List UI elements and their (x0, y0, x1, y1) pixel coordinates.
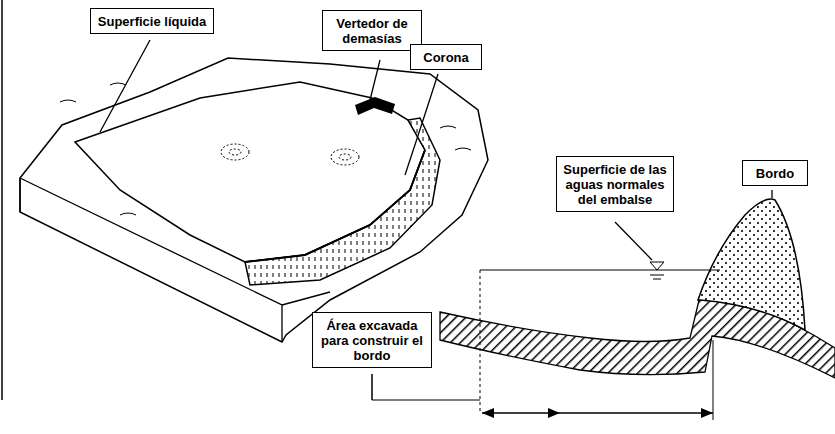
extent-line (713, 340, 714, 420)
leader-line (771, 190, 772, 198)
dimension-line (482, 412, 713, 414)
ripple (221, 144, 249, 160)
dam-crest (245, 150, 425, 262)
label-text: Superficie líquida (98, 14, 206, 29)
extent-line (480, 270, 481, 414)
leader-line (370, 60, 380, 100)
water-level-symbol (650, 262, 664, 270)
water-level-symbol (653, 279, 661, 280)
dam-embankment (245, 118, 440, 285)
label-box: Corona (410, 44, 482, 70)
label-box: Superficie líquida (90, 8, 214, 34)
label-box: Bordo (742, 160, 808, 186)
label-box: Área excavada para construir el bordo (312, 312, 432, 368)
bordo-mound (698, 199, 805, 330)
label-text: Área excavada para construir el bordo (319, 318, 425, 363)
label-text: Corona (423, 50, 469, 65)
label-box: Vertedor de demasías (322, 10, 422, 51)
label-text: Superficie de las aguas normales del emb… (563, 162, 667, 207)
label-text: Vertedor de demasías (329, 16, 415, 46)
leader-line (372, 374, 480, 400)
leader-line (405, 74, 438, 175)
spillway (355, 97, 395, 115)
ripple (229, 149, 241, 155)
water-level-symbol (650, 275, 664, 276)
terrain-block (20, 58, 488, 342)
water-level-line (480, 269, 720, 270)
leader-line (615, 222, 652, 260)
arrowhead (482, 408, 713, 418)
label-text: Bordo (756, 166, 794, 181)
frame-line (1, 0, 3, 400)
leader-line (100, 40, 150, 132)
label-box: Superficie de las aguas normales del emb… (556, 156, 674, 212)
ripple (339, 154, 351, 160)
ripple (331, 149, 359, 165)
